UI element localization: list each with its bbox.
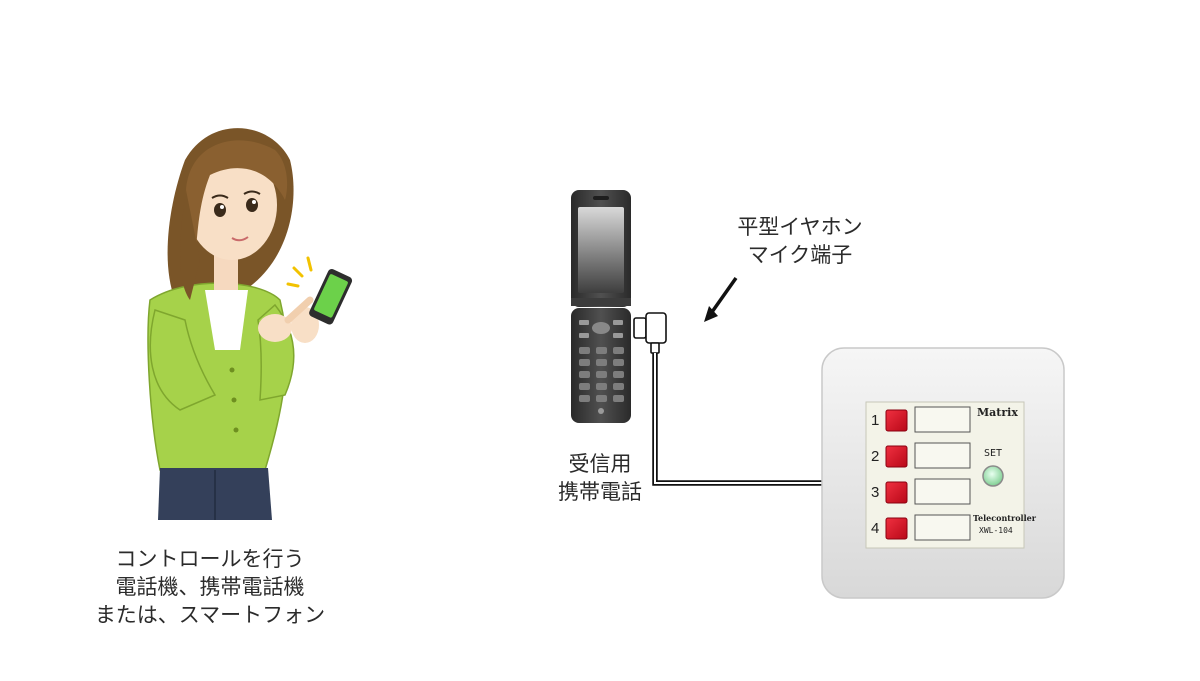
feature-phone [571, 190, 631, 423]
cable [652, 353, 826, 486]
telecontroller-panel [821, 347, 1065, 599]
model-number-label: XWL-104 [979, 526, 1013, 535]
set-led [982, 465, 1004, 487]
model-name-label: Telecontroller [973, 513, 1036, 523]
channel-number-2: 2 [871, 448, 880, 465]
controller-caption: コントロールを行う 電話機、携帯電話機 または、スマートフォン [94, 547, 326, 627]
channel-button-4 [885, 517, 908, 540]
earphone-plug [633, 312, 667, 354]
set-label: SET [984, 448, 1003, 459]
receiver-phone-caption: 受信用 携帯電話 [558, 452, 642, 504]
channel-number-3: 3 [871, 484, 880, 501]
channel-number-4: 4 [871, 520, 880, 537]
channel-button-2 [885, 445, 908, 468]
pointer-arrow [704, 276, 738, 322]
channel-number-1: 1 [871, 412, 880, 429]
jack-caption: 平型イヤホン マイク端子 [737, 215, 863, 267]
brand-label: Matrix [977, 406, 1018, 419]
woman-figure [147, 128, 353, 520]
channel-button-3 [885, 481, 908, 504]
channel-button-1 [885, 409, 908, 432]
